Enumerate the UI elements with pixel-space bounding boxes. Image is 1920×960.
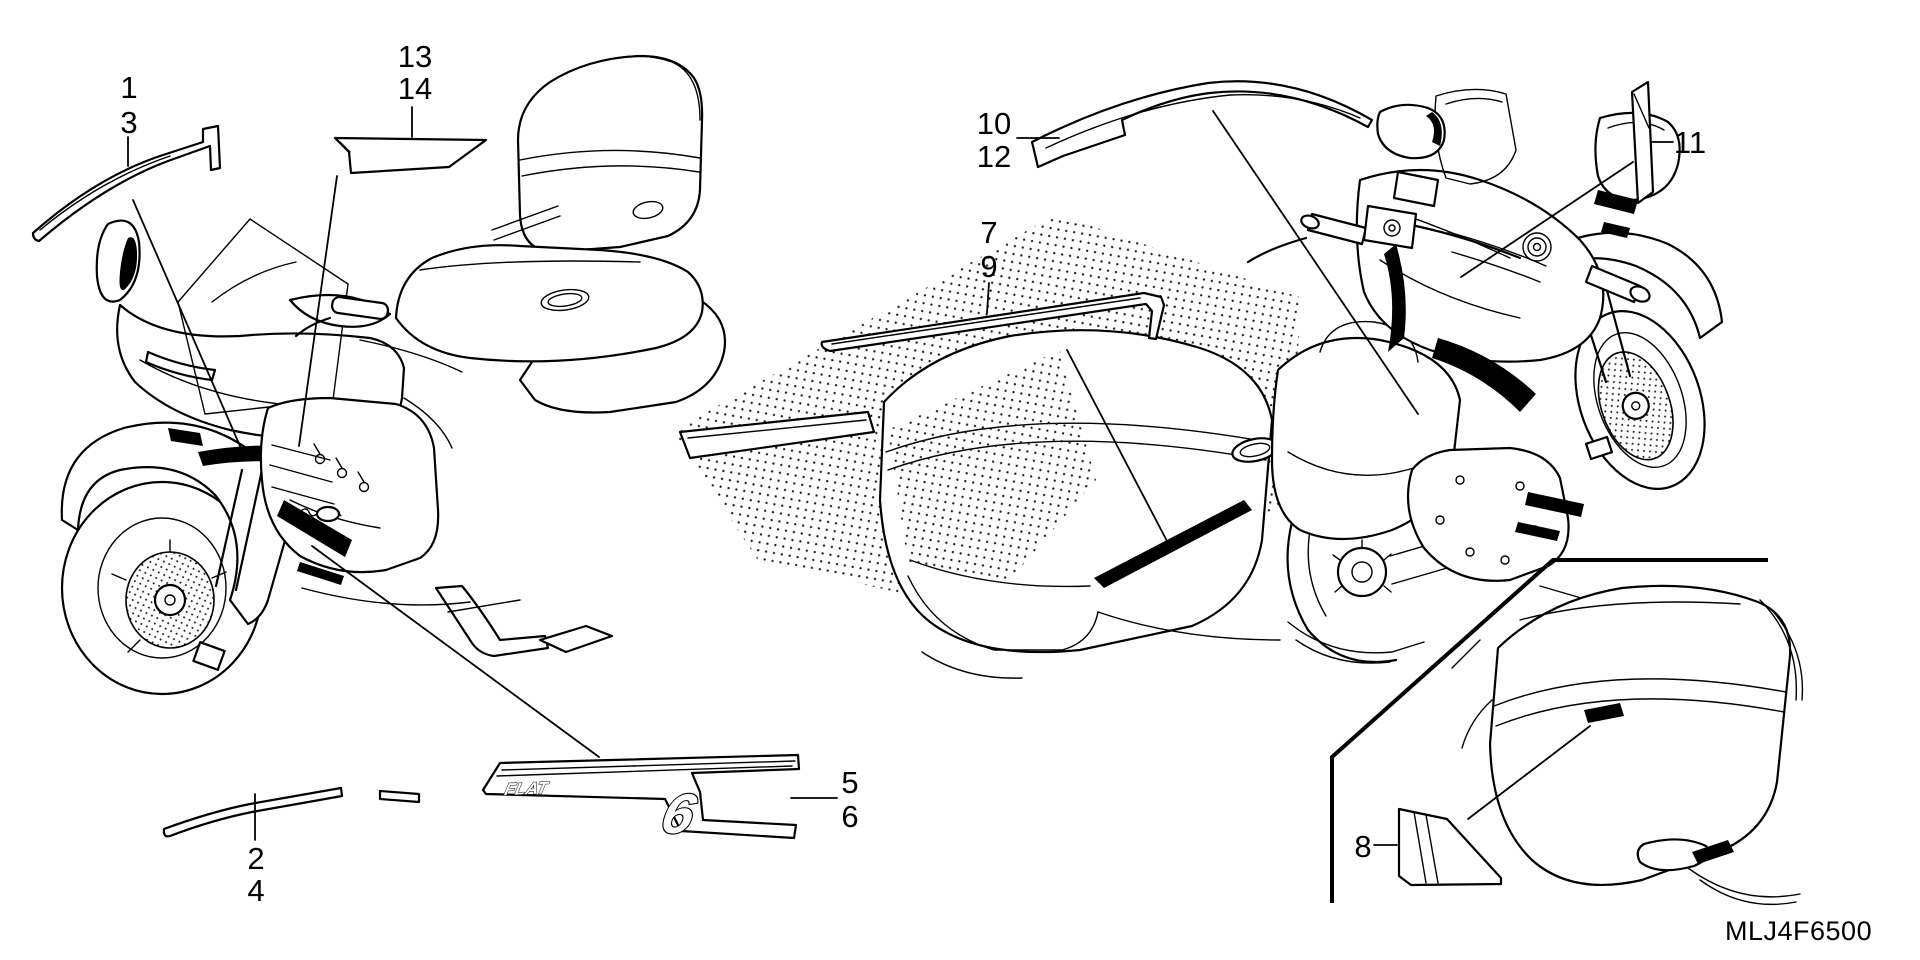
callout-2[interactable]: 2 [247,841,264,876]
callout-10[interactable]: 10 [977,106,1011,141]
leader-10-12-diagonal [1212,110,1419,415]
part-flat6-decal-5-6: FLAT 6 [481,753,801,847]
right-motorcycle [678,88,1724,679]
leader-13-14-diagonal [298,175,338,447]
engine-cover-stripe-decal [277,500,352,557]
leader-5-6-diagonal [311,545,600,758]
cowl-slit-decal [168,428,203,446]
tank-stripe-decal [1384,244,1406,352]
leader-8-diagonal [1467,725,1591,820]
callout-11[interactable]: 11 [1674,125,1706,160]
part-mark-8 [1397,807,1503,887]
flat6-decal-word: FLAT [503,778,551,799]
cowl-stripe-decal [1432,338,1536,412]
side-panel-stripe-decal [1094,500,1252,588]
callout-8[interactable]: 8 [1354,829,1371,864]
part-stripe-7-9 [820,291,1166,353]
callout-9[interactable]: 9 [980,249,997,284]
leader-7-9-vertical [986,282,990,314]
part-stripe-2-4 [162,786,421,838]
leader-7-9-diagonal [1066,349,1169,544]
part-drawings: FLAT 6 [31,80,1655,887]
part-stripe-10-12 [1030,80,1374,169]
left-motorcycle [60,54,726,696]
callout-6[interactable]: 6 [841,799,858,834]
callout-7[interactable]: 7 [980,215,997,250]
callout-1[interactable]: 1 [120,70,137,105]
callout-3[interactable]: 3 [120,105,137,140]
callout-4[interactable]: 4 [247,873,264,908]
leader-lines [127,106,1674,846]
part-stripe-1-3 [31,124,222,243]
part-label-11 [1630,80,1655,205]
callout-12[interactable]: 12 [977,139,1011,174]
callout-5[interactable]: 5 [841,765,858,800]
leader-1-3-diagonal [132,199,241,447]
inset-frame [1330,558,1768,903]
leader-11-diagonal [1460,161,1634,278]
callout-13[interactable]: 13 [398,39,432,74]
diagram-code: MLJ4F6500 [1725,916,1872,946]
inset-lid-mark-decal [1584,703,1624,723]
callout-14[interactable]: 14 [398,71,432,106]
saddlebag-inset [1330,558,1804,906]
part-garnish-13-14 [333,136,488,175]
